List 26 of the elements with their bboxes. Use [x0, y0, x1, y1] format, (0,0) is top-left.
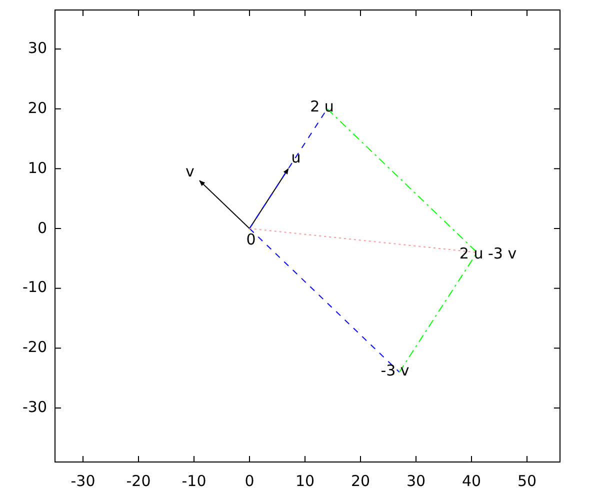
point-label: 2 u [310, 98, 334, 116]
point-label: -3 v [380, 362, 410, 380]
tick-label: 20 [350, 473, 370, 490]
tick-label: 50 [517, 473, 537, 490]
connecting-line [326, 108, 478, 253]
point-label: 0 [246, 232, 256, 248]
tick-label: 10 [295, 473, 315, 490]
tick-label: -30 [70, 473, 96, 490]
tick-label: -10 [182, 473, 206, 490]
tick-label: 30 [406, 473, 426, 490]
point-label: v [186, 164, 194, 180]
tick-label: -10 [22, 279, 47, 296]
vector-arrow [199, 180, 250, 229]
tick-label: -20 [126, 473, 151, 490]
tick-label: 0 [37, 220, 47, 236]
tick-label: -20 [22, 339, 47, 356]
point-label: u [291, 150, 301, 166]
tick-label: 10 [28, 160, 47, 177]
tick-label: -30 [22, 398, 47, 416]
tick-label: 0 [244, 473, 254, 490]
tick-label: 20 [28, 100, 47, 117]
tick-label: 30 [28, 40, 47, 57]
connecting-line [249, 228, 400, 373]
tick-label: 40 [462, 473, 482, 490]
connecting-line [249, 228, 478, 253]
point-label: 2 u -3 v [459, 246, 517, 262]
